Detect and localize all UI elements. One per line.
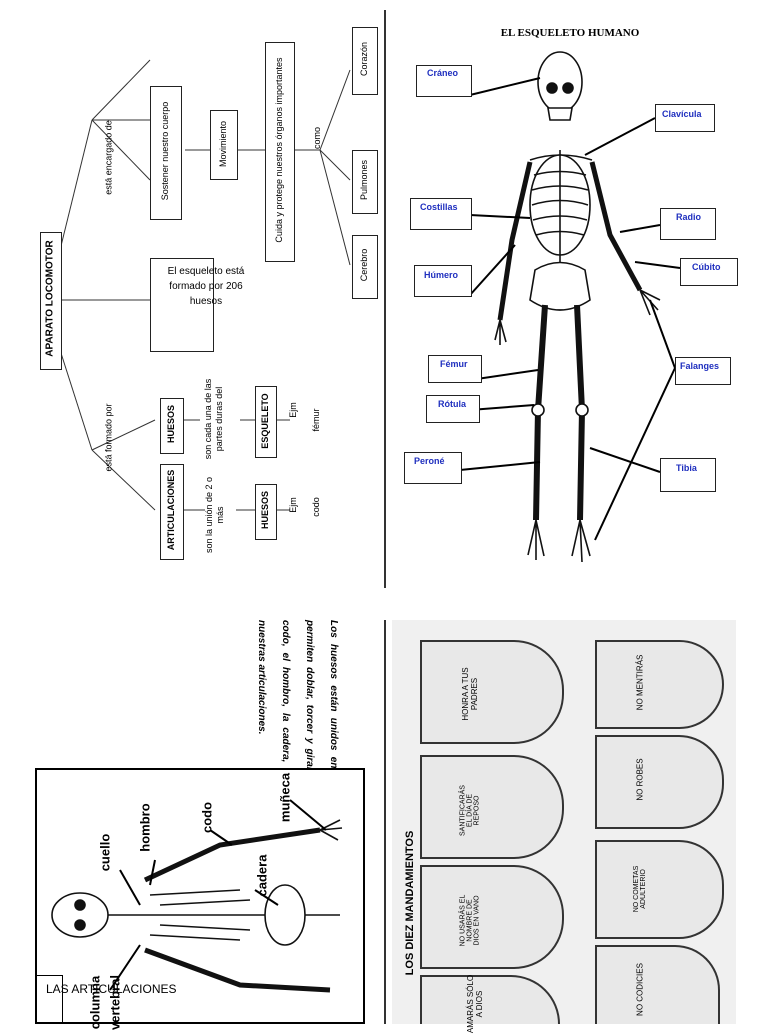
tablet-bottom-1-text: NO MENTIRÁS	[635, 654, 645, 711]
root-node-box	[40, 232, 62, 370]
tablet-top-3-text: NO USARÁS EL NOMBRE DE DIOS EN VANO	[459, 894, 481, 947]
tablet-bottom-3-text: NO COMETAS ADULTERIO	[633, 865, 647, 913]
vertical-divider-bottom	[384, 620, 386, 1024]
label-box-femur	[428, 355, 482, 383]
label-codo: codo	[199, 801, 215, 834]
tablet-top-1	[420, 640, 564, 744]
tablet-bottom-4-text: NO CODICIES	[635, 963, 645, 1016]
label-rotula: Rótula	[438, 399, 466, 409]
label-cuello: cuello	[97, 833, 113, 872]
skeleton-illustration	[459, 51, 681, 563]
tablet-top-4-text: AMARÁS SÓLO A DIOS	[466, 974, 484, 1034]
organ-box-cerebro	[352, 235, 378, 299]
label-muneca: muñeca	[277, 772, 293, 823]
label-box-radio	[660, 208, 716, 240]
label-box-craneo	[416, 65, 472, 97]
label-box-cubito	[680, 258, 738, 286]
note-text: El esqueleto está formado por 206 huesos	[167, 266, 245, 307]
huesos-node-box	[160, 398, 184, 454]
tablet-bottom-4	[595, 945, 720, 1024]
label-hombro: hombro	[137, 803, 153, 852]
label-radio: Radio	[676, 212, 702, 222]
tablet-top-3	[420, 865, 564, 969]
huesos2-node-box	[255, 484, 277, 540]
commandments-title: LOS DIEZ MANDAMIENTOS	[404, 830, 416, 976]
cuida-node-box	[265, 42, 295, 262]
concept-map-lines	[59, 59, 351, 511]
tablet-bottom-2-text: NO ROBES	[635, 758, 645, 801]
tablet-bottom-2	[595, 735, 724, 829]
label-tibia: Tibia	[676, 463, 697, 473]
label-box-falanges	[675, 357, 731, 385]
label-box-costillas	[410, 198, 472, 230]
esqueleto-node-box	[255, 386, 277, 458]
sostener-node-box	[150, 86, 182, 220]
label-box-rotula	[426, 395, 480, 423]
skeleton-title: EL ESQUELETO HUMANO	[500, 27, 640, 39]
tablet-top-2	[420, 755, 564, 859]
organ-box-corazon	[352, 27, 378, 95]
label-box-tibia	[660, 458, 716, 492]
label-craneo: Cráneo	[427, 68, 459, 78]
movimiento-node-box	[210, 110, 238, 180]
label-costillas: Costillas	[420, 202, 458, 212]
note-box	[150, 258, 214, 352]
label-box-perone	[404, 452, 462, 484]
organ-box-pulmones	[352, 150, 378, 214]
label-box-clavicula	[655, 104, 715, 132]
label-femur: Fémur	[440, 359, 468, 369]
vertical-divider-top	[384, 10, 386, 588]
articulaciones-node-box	[160, 464, 184, 560]
label-falanges: Falanges	[680, 361, 720, 371]
tablet-top-4	[420, 975, 560, 1024]
label-cubito: Cúbito	[692, 262, 721, 272]
label-clavicula: Clavícula	[662, 109, 702, 119]
tablet-bottom-1	[595, 640, 724, 729]
tablet-bottom-3	[595, 840, 724, 939]
label-box-humero	[414, 265, 472, 297]
label-cadera: cadera	[254, 854, 270, 897]
tablet-top-1-text: HONRA A TUS PADRES	[461, 667, 479, 721]
label-humero: Húmero	[424, 270, 459, 280]
tablet-top-2-text: SANTIFICARÁS EL DÍA DE REPOSO	[459, 785, 481, 836]
label-perone: Peroné	[414, 456, 445, 466]
joints-title: LAS ARTICULACIONES	[46, 982, 177, 996]
